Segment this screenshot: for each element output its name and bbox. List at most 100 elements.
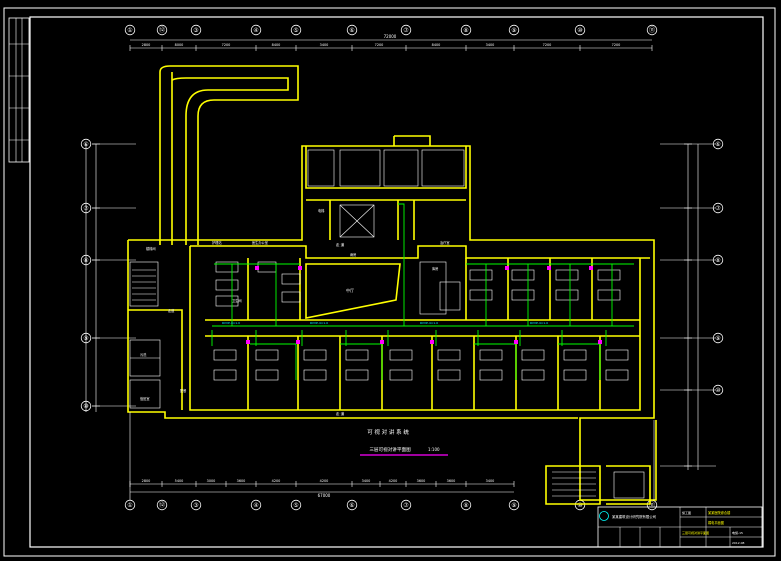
axis-bubble-top-6: ⑥ bbox=[346, 24, 358, 36]
room-label: 楼梯间 bbox=[146, 246, 156, 251]
left-dimension-chain bbox=[85, 143, 100, 412]
axis-bubble-bottom-11: ⑪ bbox=[646, 499, 658, 511]
building-details bbox=[129, 149, 655, 500]
axis-bubble-left-2-label: ⑦ bbox=[83, 205, 89, 212]
dimension-label: 3400 bbox=[486, 479, 495, 483]
axis-bubble-bottom-3: ③ bbox=[190, 499, 202, 511]
dimension-label: 7200 bbox=[375, 43, 384, 47]
axis-bubble-top-1: ① bbox=[124, 24, 136, 36]
plan-scale: 1:100 bbox=[428, 447, 440, 452]
dimension-label: 3600 bbox=[237, 479, 246, 483]
building-walls bbox=[127, 65, 657, 505]
dimension-label: 3600 bbox=[417, 479, 426, 483]
axis-bubble-bottom-10-label: ⑩ bbox=[577, 502, 582, 509]
dimension-label: 7200 bbox=[543, 43, 552, 47]
total-dim-bottom: 67000 bbox=[318, 493, 331, 498]
tb-company: 某某建筑设计研究院有限公司 bbox=[612, 514, 656, 519]
svg-text:RVVP-4×1.0: RVVP-4×1.0 bbox=[530, 321, 548, 325]
axis-bubble-top-2-label: ⑫ bbox=[159, 26, 165, 34]
dimension-label: 3400 bbox=[320, 43, 329, 47]
right-dimension-chain bbox=[684, 143, 699, 470]
room-label: 库房 bbox=[432, 266, 438, 271]
axis-bubble-bottom-5-label: ⑤ bbox=[293, 502, 298, 509]
svg-text:RVVP-4×1.0: RVVP-4×1.0 bbox=[310, 321, 328, 325]
room-label: 医生办公室 bbox=[252, 240, 268, 245]
room-label: 污洗 bbox=[140, 352, 147, 357]
dimension-label: 3000 bbox=[207, 479, 216, 483]
axis-bubble-bottom-2: ⑫ bbox=[156, 499, 168, 511]
axis-bubble-top-7-label: ⑦ bbox=[403, 27, 409, 34]
dimension-label: 7200 bbox=[612, 43, 621, 47]
bottom-annotation: 可 视 对 讲 系 统 bbox=[367, 428, 409, 436]
sheet-inner-frame bbox=[29, 16, 764, 548]
axis-bubble-top-2: ⑫ bbox=[156, 24, 168, 36]
corridor-label: 走 道 bbox=[336, 242, 345, 247]
axis-bubble-bottom-4-label: ④ bbox=[253, 502, 258, 509]
room-label: 病房 bbox=[350, 252, 356, 257]
axis-bubble-bottom-1-label: ① bbox=[127, 502, 132, 509]
axis-bubble-bottom-7-label: ⑦ bbox=[403, 502, 409, 509]
room-label: 护理站 bbox=[212, 240, 222, 245]
axis-bubble-bottom-6-label: ⑥ bbox=[349, 502, 354, 509]
axis-bubble-bottom-1: ① bbox=[124, 499, 136, 511]
axis-bubble-bottom-11-label: ⑪ bbox=[649, 501, 655, 509]
dimension-label: 4200 bbox=[272, 479, 281, 483]
axis-bubble-top-5-label: ⑤ bbox=[293, 27, 298, 34]
company-logo-icon bbox=[599, 511, 609, 521]
svg-text:RVVP-4×1.0: RVVP-4×1.0 bbox=[222, 321, 240, 325]
axis-bubble-top-10-label: ⑩ bbox=[577, 27, 582, 34]
axis-bubble-bottom-3-label: ③ bbox=[193, 502, 198, 509]
sheet-outer-frame bbox=[3, 7, 776, 557]
axis-bubbles-top: ① ⑫ ③ ④ ⑤ ⑥ ⑦ ⑧ ⑨ ⑩ ⑪ bbox=[124, 24, 658, 36]
axis-bubble-top-8: ⑧ bbox=[460, 24, 472, 36]
axis-bubble-top-9: ⑨ bbox=[508, 24, 520, 36]
axis-bubble-top-4: ④ bbox=[250, 24, 262, 36]
total-dim-top: 72000 bbox=[384, 34, 397, 39]
dimension-label: 8400 bbox=[432, 43, 441, 47]
tb-stage: 施工图 bbox=[682, 510, 691, 515]
axis-bubble-bottom-5: ⑤ bbox=[290, 499, 302, 511]
dimension-label: 4200 bbox=[389, 479, 398, 483]
svg-text:RVVP-4×1.0: RVVP-4×1.0 bbox=[420, 321, 438, 325]
axis-bubble-top-11: ⑪ bbox=[646, 24, 658, 36]
axis-bubble-right-3-label: ⑧ bbox=[715, 257, 720, 264]
axis-bubble-bottom-2-label: ⑫ bbox=[159, 501, 165, 509]
room-label: 治疗室 bbox=[440, 240, 450, 245]
hall-label: 中厅 bbox=[346, 287, 354, 293]
axis-bubble-bottom-8-label: ⑧ bbox=[463, 502, 468, 509]
axis-bubble-top-3: ③ bbox=[190, 24, 202, 36]
corridor-label-lower: 走 道 bbox=[336, 411, 345, 416]
axis-bubble-top-5: ⑤ bbox=[290, 24, 302, 36]
axis-bubble-top-1-label: ① bbox=[127, 27, 132, 34]
axis-bubble-top-9-label: ⑨ bbox=[511, 27, 516, 34]
dimension-label: 8400 bbox=[272, 43, 281, 47]
axis-bubble-top-4-label: ④ bbox=[253, 27, 258, 34]
axis-bubble-right-2-label: ⑦ bbox=[715, 205, 721, 212]
tb-drawing-title: 三层可视对讲平面图 bbox=[682, 530, 709, 535]
axis-bubble-top-8-label: ⑧ bbox=[463, 27, 468, 34]
axis-bubble-bottom-6: ⑥ bbox=[346, 499, 358, 511]
axis-bubble-right-4-label: ⑨ bbox=[715, 335, 720, 342]
title-block: 某某建筑设计研究院有限公司 某某医院综合楼 弱电平面图 施工图 三层可视对讲平面… bbox=[597, 506, 763, 548]
dimension-label: 8000 bbox=[175, 43, 184, 47]
axis-bubble-bottom-9: ⑨ bbox=[508, 499, 520, 511]
cable-tags: RVVP-4×1.0 RVVP-4×1.0 RVVP-4×1.0 RVVP-4×1.… bbox=[222, 321, 548, 325]
axis-bubble-top-10: ⑩ bbox=[574, 24, 586, 36]
axis-bubble-bottom-7: ⑦ bbox=[400, 499, 412, 511]
dimension-label: 2800 bbox=[142, 43, 151, 47]
tb-drawing-name: 弱电平面图 bbox=[708, 520, 724, 525]
axis-bubble-right-1-label: ⑥ bbox=[715, 141, 720, 148]
room-label: 卫生间 bbox=[232, 298, 242, 303]
room-label: 配餐 bbox=[180, 388, 187, 393]
tb-sheet-no: 电施-15 bbox=[732, 530, 743, 535]
axis-bubble-top-6-label: ⑥ bbox=[349, 27, 354, 34]
intercom-wiring bbox=[211, 203, 634, 380]
tb-project: 某某医院综合楼 bbox=[708, 510, 731, 515]
dimension-label: 2800 bbox=[142, 479, 151, 483]
axis-bubble-top-3-label: ③ bbox=[193, 27, 198, 34]
dimension-label: 3400 bbox=[362, 479, 371, 483]
plan-title: 三层可视对讲平面图 bbox=[369, 446, 411, 453]
axis-bubble-bottom-10: ⑩ bbox=[574, 499, 586, 511]
